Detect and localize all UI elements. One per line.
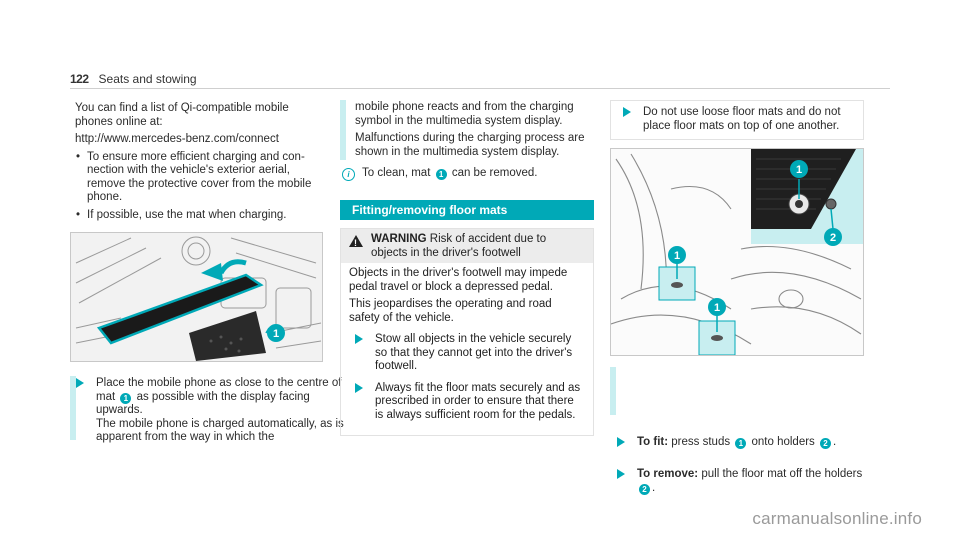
warning-label: WARNING: [371, 233, 427, 245]
charging-mat-image: 1: [70, 232, 323, 362]
step-highlight-bar: [70, 376, 76, 440]
watermark: carmanualsonline.info: [752, 509, 922, 528]
steps-highlight-bar: [610, 367, 616, 415]
clean-text: To clean, mat: [362, 167, 431, 179]
floor-mat-illustration: 1 2 1 1: [611, 149, 863, 355]
step-arrow-icon: [623, 107, 631, 117]
floor-mat-image: 1 2 1 1: [610, 148, 864, 356]
note-step: Do not use loose floor mats and do not p…: [623, 106, 868, 133]
fit-text: press studs: [671, 435, 731, 448]
continuation-text: mobile phone reacts and from the chargin…: [355, 101, 574, 127]
fit-label: To fit:: [637, 435, 669, 448]
bullet-item: If possible, use the mat when charging.: [75, 209, 320, 223]
step-text: as possible with the display facing upwa…: [96, 390, 310, 417]
column-1: You can find a list of Qi-compatible mob…: [75, 102, 320, 226]
step-arrow-icon: [76, 378, 84, 388]
remove-step: To remove: pull the floor mat off the ho…: [617, 468, 887, 495]
charging-console-illustration: 1: [71, 233, 322, 361]
step-arrow-icon: [355, 382, 363, 393]
warning-text: This jeopardises the operating and road …: [349, 298, 552, 324]
fit-step: To fit: press studs 1 onto holders 2.: [617, 436, 887, 450]
warning-triangle-icon: [349, 235, 363, 251]
info-icon: i: [342, 168, 355, 181]
warning-box: WARNING Risk of accident due to objects …: [340, 228, 594, 436]
malfunction-text: Malfunctions during the charging process…: [355, 132, 585, 158]
header-divider: [70, 88, 890, 89]
marker-2-icon: 2: [639, 483, 650, 495]
step-text: Place the mobile phone as close to the c…: [96, 377, 342, 403]
warning-step-text: Always fit the floor mats securely and a…: [375, 381, 581, 421]
remove-label: To remove:: [637, 468, 699, 480]
warning-step-text: Stow all objects in the vehicle securely…: [375, 333, 573, 372]
step-arrow-icon: [617, 469, 625, 479]
warning-step: Stow all objects in the vehicle securely…: [355, 333, 585, 374]
page-title: Seats and stowing: [98, 72, 197, 86]
step-arrow-icon: [355, 334, 363, 344]
clean-note: i To clean, mat 1 can be removed.: [342, 167, 592, 181]
svg-text:1: 1: [796, 164, 802, 176]
intro-text: You can find a list of Qi-compatible mob…: [75, 102, 289, 128]
svg-text:1: 1: [674, 250, 680, 262]
remove-text: pull the floor mat off the holders: [701, 468, 863, 480]
marker-1-icon: 1: [120, 392, 132, 404]
marker-1-icon: 1: [735, 437, 747, 449]
bullet-item: To ensure more efficient charging and co…: [75, 151, 320, 205]
section-title: Fitting/removing floor mats: [340, 200, 594, 220]
fit-text: onto holders: [751, 435, 815, 448]
place-phone-step: Place the mobile phone as close to the c…: [76, 377, 346, 445]
svg-text:1: 1: [273, 328, 279, 340]
page-header: 122 Seats and stowing: [70, 72, 197, 86]
page-number: 122: [70, 72, 89, 86]
marker-1-icon: 1: [435, 169, 447, 180]
warning-text: Objects in the driver's footwell may imp…: [349, 267, 568, 293]
step-arrow-icon: [617, 436, 625, 447]
warning-step: Always fit the floor mats securely and a…: [355, 382, 585, 423]
continuation-highlight-bar: [340, 100, 346, 160]
svg-text:2: 2: [830, 232, 836, 244]
warning-header: WARNING Risk of accident due to objects …: [341, 229, 593, 263]
svg-text:1: 1: [714, 302, 720, 314]
warning-heading: Risk of accident due to objects in the d…: [371, 233, 547, 259]
note-box: Do not use loose floor mats and do not p…: [610, 100, 864, 140]
step-text: The mobile phone is charged automaticall…: [96, 417, 344, 444]
marker-2-icon: 2: [820, 437, 831, 449]
warning-body: Objects in the driver's footwell may imp…: [341, 263, 593, 426]
note-text: Do not use loose floor mats and do not p…: [643, 106, 841, 132]
column-2-top: mobile phone reacts and from the chargin…: [355, 101, 595, 163]
connect-url: http://www.mercedes-benz.com/connect: [75, 133, 279, 145]
clean-text: can be removed.: [451, 167, 538, 179]
